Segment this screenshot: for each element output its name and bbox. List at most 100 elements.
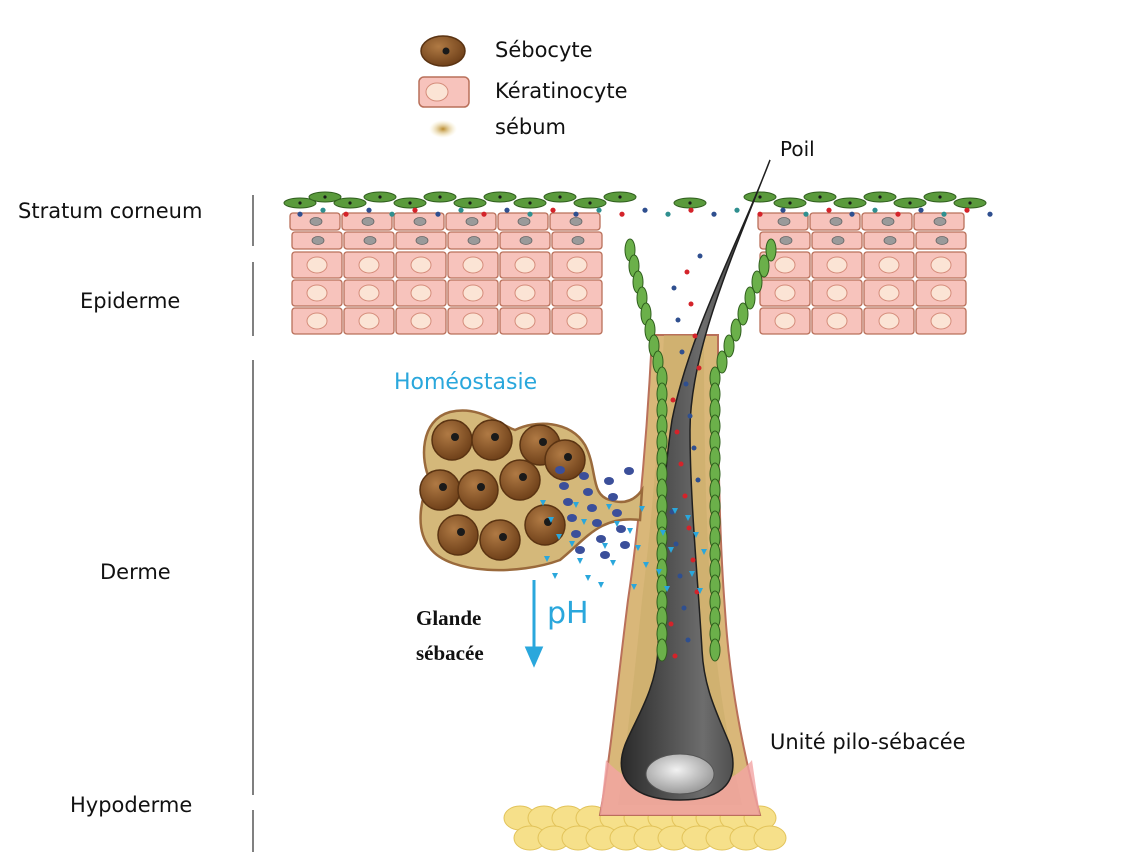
corneocyte xyxy=(514,198,546,208)
follicle-dot xyxy=(673,654,678,659)
sebum-dot xyxy=(575,546,585,554)
sebum-dot xyxy=(608,493,618,501)
follicle-dot xyxy=(678,574,683,579)
surface-dot xyxy=(366,208,371,213)
keratinocyte-cell xyxy=(812,280,862,306)
sebocyte xyxy=(545,440,585,480)
surface-dot xyxy=(757,212,762,217)
keratinocyte-cell xyxy=(396,252,446,278)
follicle-dot xyxy=(675,430,680,435)
layer-label-epiderme: Epiderme xyxy=(80,289,180,313)
keratinocyte-cell xyxy=(448,252,498,278)
sebum-dot xyxy=(612,509,622,517)
follicle-dot xyxy=(685,270,690,275)
keratinocyte-cell xyxy=(864,280,914,306)
keratinocyte-cell xyxy=(552,280,602,306)
follicle-dot xyxy=(686,638,691,643)
keratinocyte-cell xyxy=(448,280,498,306)
surface-dot xyxy=(895,212,900,217)
keratinocyte-cell xyxy=(292,252,342,278)
legend-label-keratinocyte: Kératinocyte xyxy=(495,79,628,103)
fat-cell xyxy=(754,826,786,850)
homeostasis-marker xyxy=(577,558,583,564)
sebocyte xyxy=(438,515,478,555)
surface-dot xyxy=(619,212,624,217)
follicle-cell xyxy=(710,639,720,661)
follicle-dot xyxy=(689,302,694,307)
keratinocyte-cell xyxy=(396,232,446,249)
homeostasis-marker xyxy=(552,573,558,579)
surface-dot xyxy=(642,208,647,213)
sebocyte xyxy=(432,420,472,460)
corneocyte xyxy=(864,192,896,202)
keratinocyte-cell xyxy=(916,252,966,278)
surface-dot xyxy=(803,212,808,217)
layer-label-stratum-corneum: Stratum corneum xyxy=(18,199,202,223)
sebum-dot xyxy=(616,525,626,533)
surface-dot xyxy=(596,208,601,213)
keratinocyte-cell xyxy=(760,280,810,306)
surface-dot xyxy=(665,212,670,217)
label-glande: Glande xyxy=(416,605,481,631)
keratinocyte-cell xyxy=(498,213,548,230)
sebum-dot xyxy=(567,514,577,522)
corneocyte xyxy=(484,192,516,202)
surface-dot xyxy=(550,208,555,213)
keratinocyte-cell xyxy=(446,213,496,230)
corneocyte xyxy=(334,198,366,208)
sebum-dot xyxy=(587,504,597,512)
surface-dot xyxy=(780,208,785,213)
corneocyte xyxy=(424,192,456,202)
surface-dot xyxy=(527,212,532,217)
follicle-dot xyxy=(671,398,676,403)
surface-dot xyxy=(458,208,463,213)
keratinocyte-cell xyxy=(396,280,446,306)
corneocyte xyxy=(954,198,986,208)
keratinocyte-cell xyxy=(864,252,914,278)
keratinocyte-cell xyxy=(914,213,964,230)
surface-dot xyxy=(711,212,716,217)
keratinocyte-cell xyxy=(500,252,550,278)
label-unite-pilo-sebacee: Unité pilo-sébacée xyxy=(770,730,966,754)
sebum-dot xyxy=(592,519,602,527)
keratinocyte-cell xyxy=(292,232,342,249)
corneocyte xyxy=(674,198,706,208)
legend-label-sebocyte: Sébocyte xyxy=(495,38,593,62)
keratinocyte-cell xyxy=(812,308,862,334)
sebum-dot xyxy=(596,535,606,543)
surface-dot xyxy=(573,212,578,217)
ph-down-arrow xyxy=(527,580,541,664)
keratinocyte-cell xyxy=(292,308,342,334)
surface-dot xyxy=(320,208,325,213)
keratinocyte-cell xyxy=(290,213,340,230)
follicle-dot xyxy=(697,366,702,371)
homeostasis-marker xyxy=(585,575,591,581)
keratinocyte-cell xyxy=(292,280,342,306)
keratinocyte-cell xyxy=(812,232,862,249)
surface-dot xyxy=(734,208,739,213)
keratinocyte-cell xyxy=(758,213,808,230)
follicle-dot xyxy=(698,254,703,259)
sebum-dot xyxy=(620,541,630,549)
label-sebacee: sébacée xyxy=(416,640,484,666)
corneocyte xyxy=(804,192,836,202)
follicle-dot xyxy=(684,382,689,387)
corneocyte xyxy=(454,198,486,208)
surface-dot xyxy=(435,212,440,217)
follicle-dot xyxy=(687,526,692,531)
keratinocyte-icon xyxy=(419,77,469,107)
surface-dot xyxy=(504,208,509,213)
corneocyte xyxy=(924,192,956,202)
follicle-dot xyxy=(691,558,696,563)
keratinocyte-cell xyxy=(864,232,914,249)
keratinocyte-cell xyxy=(344,232,394,249)
keratinocyte-cell xyxy=(916,280,966,306)
keratinocyte-cell xyxy=(500,232,550,249)
surface-dot xyxy=(872,208,877,213)
sebum-dot xyxy=(624,467,634,475)
corneocyte xyxy=(834,198,866,208)
sebocyte xyxy=(458,470,498,510)
legend-label-sebum: sébum xyxy=(495,115,566,139)
